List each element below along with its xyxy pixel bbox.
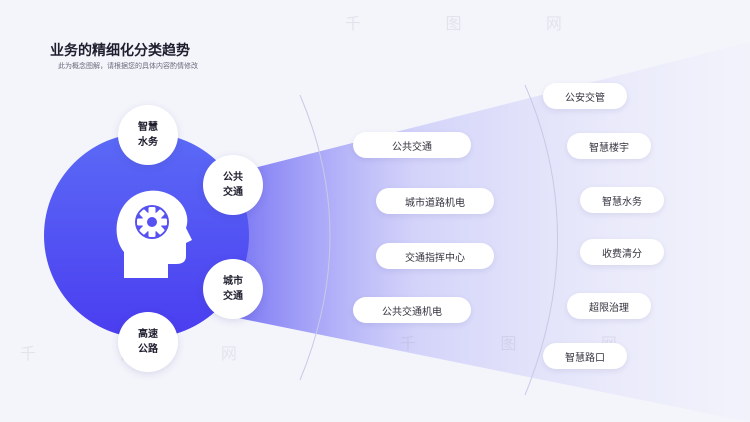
arc-outer — [524, 84, 558, 396]
hub-category-label: 公共交通 — [223, 172, 243, 198]
page-title: 业务的精细化分类趋势 — [50, 42, 190, 58]
middle-item: 城市道路机电 — [376, 188, 494, 214]
watermark-1: 千 图 网 — [345, 16, 602, 33]
middle-item: 公共交通 — [353, 132, 471, 158]
right-item: 智慧楼宇 — [567, 133, 651, 159]
hub-category-urban-traffic: 城市交通 — [203, 259, 263, 319]
right-item: 智慧水务 — [580, 187, 664, 213]
right-item: 收费清分 — [580, 239, 664, 265]
right-item: 智慧路口 — [543, 343, 627, 369]
hub-category-label: 城市交通 — [223, 276, 243, 302]
hub-category-water: 智慧水务 — [118, 105, 178, 165]
middle-item: 公共交通机电 — [353, 297, 471, 323]
hub-category-highway: 高速公路 — [118, 312, 178, 372]
beam — [238, 42, 750, 422]
hub-category-label: 高速公路 — [138, 329, 158, 355]
right-item: 公安交管 — [543, 83, 627, 109]
hub-category-label: 智慧水务 — [138, 122, 158, 148]
page-subtitle: 此为概念图解，请根据您的具体内容酌情修改 — [58, 63, 198, 70]
middle-item: 交通指挥中心 — [376, 243, 494, 269]
right-item: 超限治理 — [567, 293, 651, 319]
arc-inner — [299, 94, 331, 381]
hub-category-public-transit: 公共交通 — [203, 155, 263, 215]
head-gear-icon — [116, 190, 192, 278]
